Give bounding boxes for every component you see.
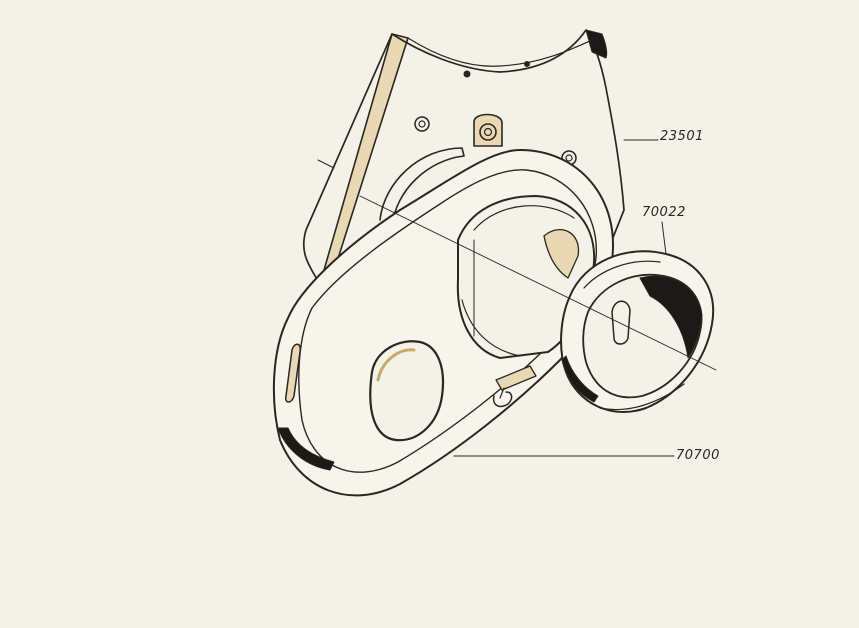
pulley-keyhole [611,300,631,345]
axis-line [359,195,717,371]
plate-top-lip [407,37,593,67]
cover-rim-shadow [277,427,335,471]
plate-hole-left [414,116,430,132]
plate-pin-top-left [463,70,471,78]
plate-boss [473,113,503,147]
label-70022: 70022 [642,205,686,220]
cover-inner-window [543,228,580,279]
cover-small-opening [369,340,445,442]
label-70700: 70700 [676,448,720,463]
pulley-interior-shadow [639,275,703,359]
cover-latch [495,365,537,391]
label-23501: 23501 [660,129,704,144]
plate-top-shadow [585,29,608,59]
plate-large-opening [379,147,465,227]
leader-70022 [661,221,667,255]
plate-pin-top-right [524,61,530,67]
cover-side-slot [284,343,302,403]
